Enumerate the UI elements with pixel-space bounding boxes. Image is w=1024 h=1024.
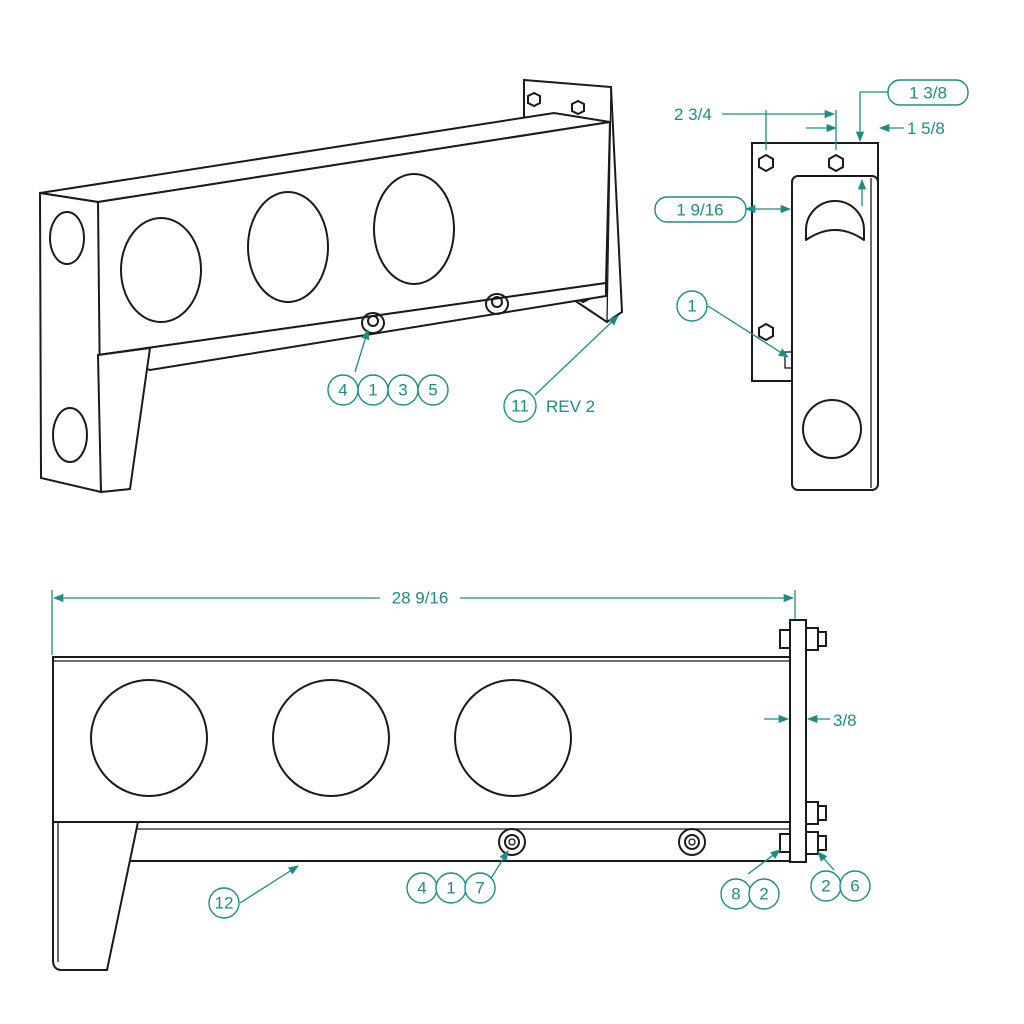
iso-part-balloon: 11 [511,397,529,416]
side-dim-width: 2 3/4 [674,105,712,124]
front-balloon-c-group: 2 6 [810,870,871,902]
front-balloon-b-1: 8 [731,885,740,904]
front-balloon-c-2: 6 [850,877,859,896]
front-bolt-b [678,828,706,856]
side-dim-left: 1 9/16 [676,201,723,220]
front-balloon-c-1: 2 [821,877,830,896]
front-balloon-mid-group: 4 1 7 [406,872,496,904]
front-balloon-mid-3: 7 [475,879,484,898]
iso-hole-3 [373,173,455,285]
front-balloon-left: 12 [215,894,234,913]
iso-plate-bolt-2 [571,99,585,116]
iso-end-hole-top [49,211,85,265]
front-balloon-b-group: 8 2 [720,878,780,910]
side-dim-top-box [887,79,969,106]
front-plate-fasteners [779,627,827,855]
front-dim-overall: 28 9/16 [392,589,449,608]
iso-balloon-3: 3 [398,381,407,400]
side-dim-top: 1 3/8 [909,84,947,103]
iso-hole-2 [247,191,329,303]
iso-gusset [96,346,152,494]
iso-rev-label: REV 2 [546,397,595,416]
iso-balloon-1: 4 [338,381,347,400]
side-bolt-3 [758,322,774,342]
side-bolt-1 [758,153,774,173]
front-gusset [52,821,140,971]
front-balloon-mid-2: 1 [446,879,455,898]
iso-balloon-4: 5 [428,381,437,400]
front-boom [52,656,791,823]
iso-end-hole-bottom [52,407,88,463]
side-bottom-hole [802,399,862,459]
iso-balloon-2: 1 [368,381,377,400]
side-top-hole [805,200,865,241]
iso-plate-bolt-1 [527,91,541,108]
front-hole-2 [272,679,390,797]
isometric-view: 4 1 3 5 11 REV 2 [38,78,624,494]
front-view: 28 9/16 [51,589,871,971]
side-bolt-2 [828,153,844,173]
front-dim-plate: 3/8 [833,711,857,730]
front-hole-1 [90,679,208,797]
iso-hole-1 [120,217,202,323]
front-bolt-a [498,828,526,856]
side-end-plate [791,175,879,491]
side-dim-right: 1 5/8 [907,119,945,138]
front-balloon-b-2: 2 [759,885,768,904]
side-balloon: 1 [687,297,696,316]
iso-bolt-a [361,312,385,334]
iso-bolt-b [485,293,509,315]
side-view: 2 3/4 1 3/8 1 5/8 1 9/16 1 [654,79,969,491]
front-hole-3 [454,679,572,797]
front-wall-plate [789,619,807,863]
front-balloon-mid-1: 4 [417,879,426,898]
iso-balloon-group: 4 1 3 5 [327,374,449,406]
